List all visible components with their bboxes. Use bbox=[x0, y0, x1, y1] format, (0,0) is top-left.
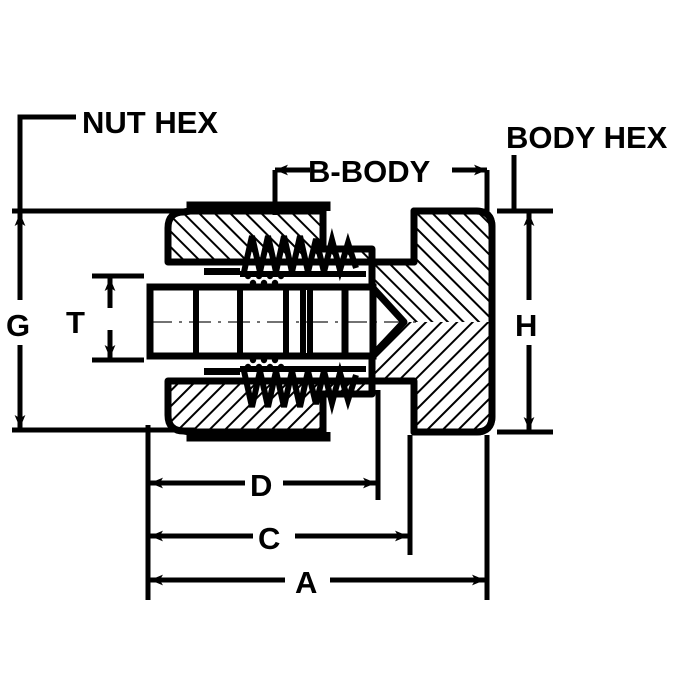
dim-d: D bbox=[145, 390, 381, 503]
ferrule-detail bbox=[204, 268, 285, 375]
nut-shoulder-bottom bbox=[186, 432, 331, 442]
nut-hex-label: NUT HEX bbox=[82, 105, 218, 140]
dim-h: H bbox=[497, 208, 553, 435]
nut-hex-leader-line bbox=[17, 114, 76, 211]
body-part bbox=[341, 207, 496, 436]
ferrule-line-top bbox=[204, 268, 240, 275]
fitting-assembly bbox=[146, 201, 496, 442]
ferrule-line-bottom bbox=[204, 368, 240, 375]
c-label: C bbox=[258, 521, 280, 556]
dim-body-hex: BODY HEX bbox=[506, 120, 668, 211]
dim-c: C bbox=[145, 435, 413, 556]
a-label: A bbox=[295, 565, 317, 600]
dim-nut-hex: NUT HEX bbox=[17, 105, 218, 211]
t-label: T bbox=[66, 305, 85, 340]
g-label: G bbox=[6, 308, 30, 343]
dim-a: A bbox=[145, 435, 490, 600]
dim-b-body: B-BODY bbox=[272, 154, 490, 215]
d-label: D bbox=[250, 468, 272, 503]
body-hatch-lower bbox=[372, 322, 492, 432]
b-body-label: B-BODY bbox=[308, 154, 431, 189]
dim-t: T bbox=[66, 273, 144, 363]
h-label: H bbox=[515, 308, 537, 343]
nut-shoulder-top bbox=[186, 201, 331, 211]
body-hex-label: BODY HEX bbox=[506, 120, 668, 155]
dim-g: G bbox=[6, 208, 196, 433]
